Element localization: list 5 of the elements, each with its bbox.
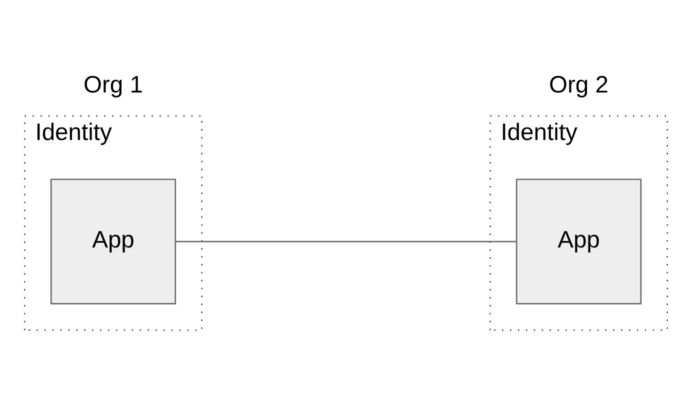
label: Org 2 [548,72,609,99]
label: Org 1 [83,72,144,99]
connector [176,240,517,242]
node-box: App [50,178,176,304]
node-box: App [516,178,642,304]
